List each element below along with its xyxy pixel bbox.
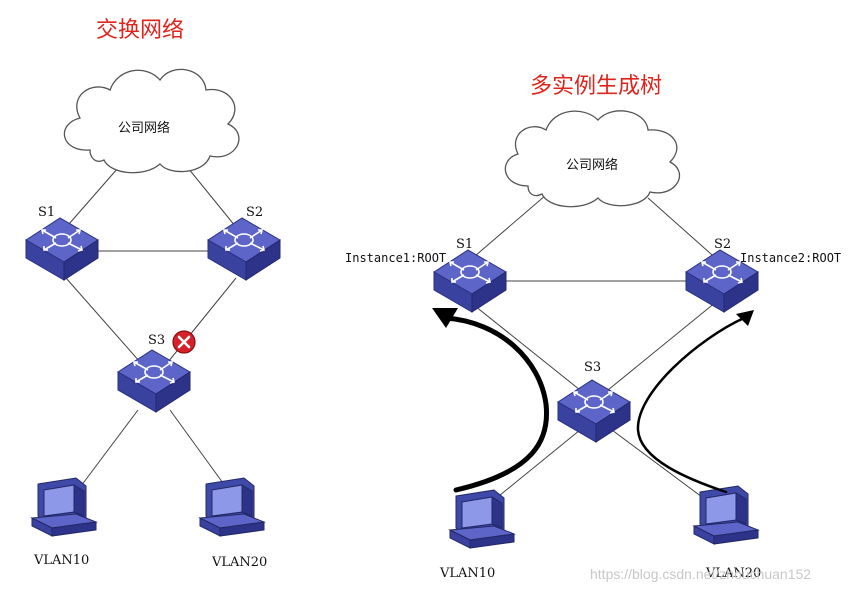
left-pc-vlan20-label: VLAN20 <box>212 555 268 570</box>
watermark: https://blog.csdn.net/zhouchuan152 <box>590 566 812 582</box>
left-switch-s1-label: S1 <box>38 205 56 220</box>
link-s3-pc1 <box>493 429 581 501</box>
left-title: 交换网络 <box>96 18 185 43</box>
link-s2-s3 <box>607 301 717 391</box>
link-s3-pc2 <box>611 429 707 501</box>
switch-icon <box>25 217 99 281</box>
instance2-root-label: Instance2:ROOT <box>740 251 842 265</box>
cloud-icon <box>504 110 681 208</box>
left-switch-s3-label: S3 <box>148 333 166 348</box>
link-s1-s3 <box>469 301 581 391</box>
right-pc-vlan20-label: VLAN20 <box>706 566 762 581</box>
pc-icon <box>199 477 265 537</box>
right-switch-s3-label: S3 <box>584 360 602 375</box>
link-cloud-s2 <box>647 197 721 263</box>
link-s3-pc2 <box>169 409 229 491</box>
cloud-icon <box>63 68 240 174</box>
left-cloud-label: 公司网络 <box>118 121 171 136</box>
left-diagram <box>25 68 281 537</box>
pc-icon <box>31 477 97 537</box>
right-links <box>467 194 721 501</box>
link-cloud-s1 <box>467 194 547 263</box>
right-pc-vlan10-label: VLAN10 <box>440 566 496 581</box>
right-cloud-label: 公司网络 <box>566 158 619 173</box>
right-title: 多实例生成树 <box>530 74 663 99</box>
link-s3-pc1 <box>77 409 139 491</box>
switch-icon <box>117 349 191 413</box>
link-cloud-s1 <box>61 167 119 233</box>
red-x-icon <box>172 330 196 354</box>
right-diagram <box>432 110 759 549</box>
link-cloud-s2 <box>187 167 241 233</box>
left-pc-vlan10-label: VLAN10 <box>34 553 90 568</box>
link-s1-s3 <box>65 277 141 363</box>
pc-icon <box>693 485 759 545</box>
switch-icon <box>207 217 281 281</box>
left-switch-s2-label: S2 <box>246 205 264 220</box>
vlan10-path-arrow <box>432 308 550 493</box>
instance1-root-label: Instance1:ROOT <box>345 251 447 265</box>
switch-icon <box>557 379 631 443</box>
right-switch-s2-label: S2 <box>714 237 732 252</box>
right-switch-s1-label: S1 <box>456 237 474 252</box>
pc-icon <box>449 489 515 549</box>
left-links <box>61 167 241 491</box>
vlan20-path-arrow <box>636 310 754 494</box>
